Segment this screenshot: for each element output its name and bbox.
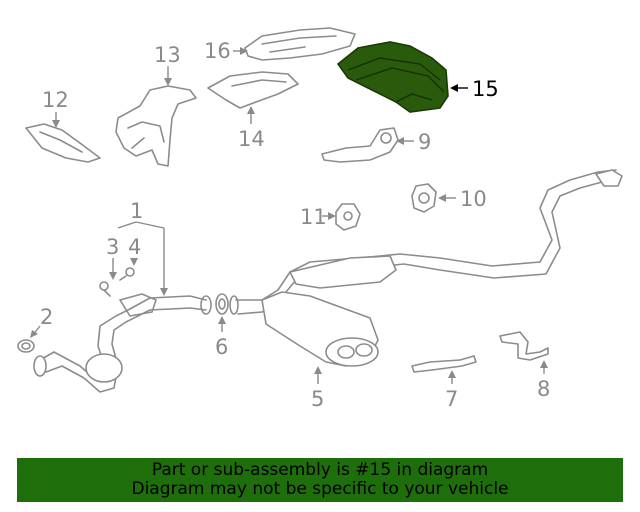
part-10-rubber-hanger: [411, 183, 437, 213]
callout-15: 15: [472, 77, 499, 101]
callout-11: 11: [300, 205, 327, 229]
callout-6: 6: [215, 335, 228, 359]
callout-3: 3: [106, 235, 119, 259]
callout-8: 8: [537, 377, 550, 401]
part-12-heat-shield: [25, 123, 101, 163]
part-11-rubber-hanger: [335, 203, 361, 231]
callout-1: 1: [130, 199, 143, 223]
part-4-bolt: [119, 267, 135, 281]
part-2-gasket: [17, 339, 35, 353]
part-15-heat-insulator: [336, 41, 449, 113]
part-15-body: [336, 41, 449, 113]
exhaust-parts-diagram: 16 15 14 13 12 9 10 11 1 3 4 2 6 5 7 8: [17, 27, 623, 411]
part-14-heat-shield: [207, 71, 299, 109]
callout-10: 10: [460, 187, 487, 211]
callout-9: 9: [418, 130, 431, 154]
part-9-hanger-bracket: [321, 127, 399, 163]
callout-7: 7: [445, 387, 458, 411]
part-13-bracket: [115, 85, 197, 167]
part-5-muffler-assembly: [229, 169, 623, 367]
banner-line-1: Part or sub-assembly is #15 in diagram: [151, 460, 489, 480]
info-banner: Part or sub-assembly is #15 in diagram D…: [17, 458, 623, 502]
part-7-bracket: [411, 355, 477, 373]
callout-16: 16: [204, 39, 231, 63]
banner-line-2: Diagram may not be specific to your vehi…: [131, 479, 509, 499]
part-6-gasket: [215, 293, 229, 315]
callout-4: 4: [128, 235, 141, 259]
part-8-bracket: [499, 331, 549, 361]
part-1-front-pipe: [33, 293, 212, 393]
callout-14: 14: [238, 127, 265, 151]
callout-12: 12: [42, 88, 69, 112]
callout-2: 2: [40, 305, 53, 329]
part-16-heat-shield: [244, 27, 356, 61]
callout-13: 13: [154, 43, 181, 67]
callout-5: 5: [311, 387, 324, 411]
part-3-bolt: [99, 281, 111, 297]
